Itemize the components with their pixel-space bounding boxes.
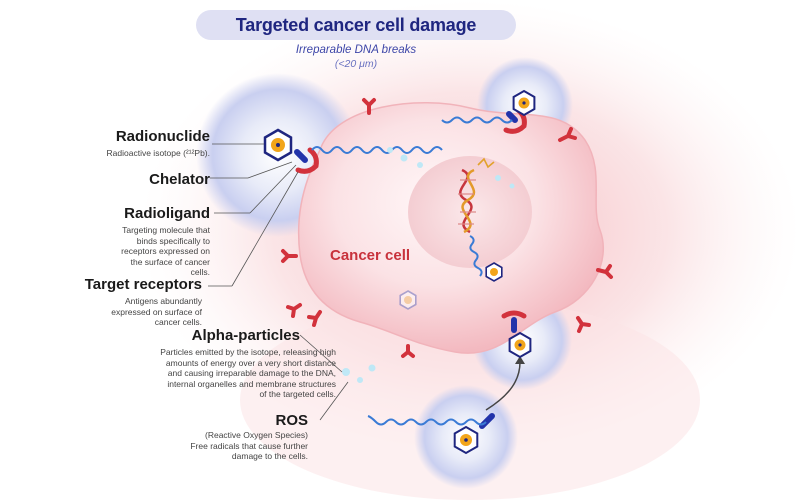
isotope-hex-internal bbox=[485, 262, 503, 282]
alpha-path bbox=[367, 415, 487, 426]
receptor bbox=[558, 127, 577, 142]
bound-receptor-left bbox=[294, 147, 319, 174]
desc-ros: (Reactive Oxygen Species) Free radicals … bbox=[190, 430, 308, 461]
receptor bbox=[286, 303, 302, 318]
label-ros: ROS bbox=[275, 412, 308, 429]
page-title: Targeted cancer cell damage bbox=[235, 14, 477, 35]
label-target-receptors: Target receptors bbox=[84, 276, 202, 293]
label-alpha-particles: Alpha-particles bbox=[191, 327, 300, 344]
alpha-paths bbox=[311, 116, 513, 426]
receptor bbox=[401, 344, 415, 358]
label-radionuclide: Radionuclide bbox=[115, 128, 210, 145]
receptor bbox=[362, 98, 376, 115]
desc-target-receptors: Antigens abundantly expressed on surface… bbox=[111, 296, 202, 327]
receptor bbox=[281, 249, 298, 263]
subtitle: Irreparable DNA breaks bbox=[295, 44, 417, 56]
label-radioligand: Radioligand bbox=[124, 205, 210, 222]
isotope-hex-top-right bbox=[512, 89, 536, 117]
isotope-hex-right bbox=[508, 331, 532, 359]
desc-radioligand: Targeting molecule that binds specifical… bbox=[121, 225, 210, 277]
label-chelator: Chelator bbox=[149, 171, 210, 188]
isotope-hex-left bbox=[263, 128, 293, 162]
dna-helix bbox=[458, 157, 495, 234]
receptor bbox=[576, 316, 591, 333]
alpha-path bbox=[469, 235, 483, 277]
isotope-hex-bottom bbox=[453, 425, 479, 455]
desc-alpha-particles: Particles emitted by the isotope, releas… bbox=[160, 347, 336, 399]
cancer-cell-label: Cancer cell bbox=[330, 247, 411, 264]
receptor bbox=[596, 264, 613, 279]
receptors bbox=[281, 98, 613, 358]
receptor bbox=[307, 310, 322, 327]
isotope-hex-faded bbox=[399, 290, 417, 310]
bound-receptor-right bbox=[501, 310, 527, 333]
transition-arrow bbox=[485, 361, 521, 411]
leader-lines bbox=[208, 143, 349, 421]
alpha-path bbox=[441, 116, 513, 124]
title-pill: Targeted cancer cell damage bbox=[196, 10, 516, 40]
alpha-path bbox=[311, 146, 443, 154]
ros-sparkles bbox=[342, 147, 515, 383]
desc-radionuclide: Radioactive isotope (²¹²Pb). bbox=[106, 148, 210, 158]
arrow-head bbox=[515, 356, 525, 364]
subtitle-range: (<20 μm) bbox=[334, 58, 378, 70]
